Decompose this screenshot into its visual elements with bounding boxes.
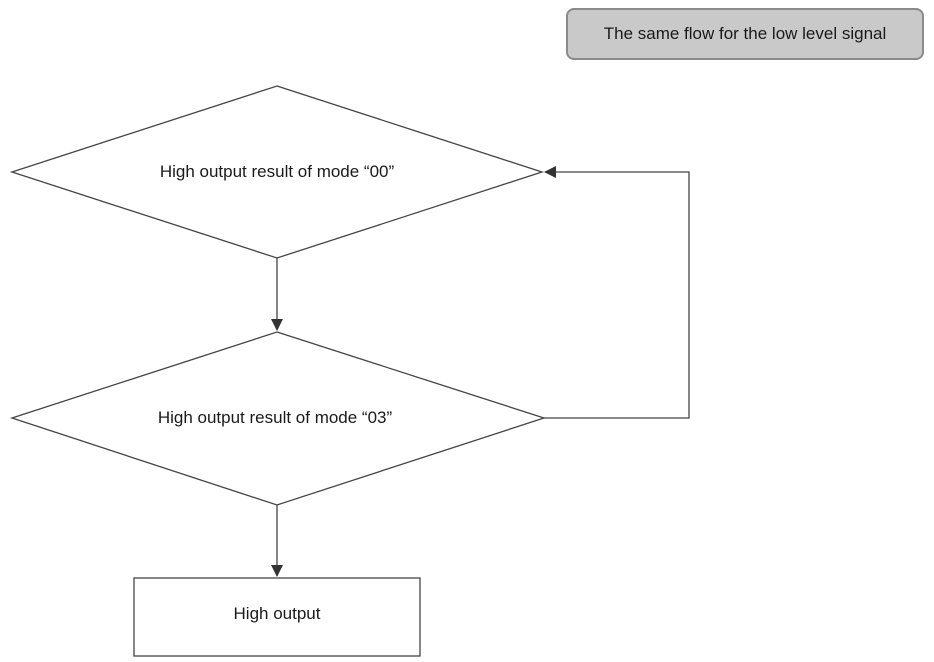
- low-level-signal-note: The same flow for the low level signal: [566, 8, 924, 60]
- decision-mode-03-label: High output result of mode “03”: [157, 408, 393, 427]
- arrow-loop-03-to-00: [544, 166, 690, 419]
- note-text: The same flow for the low level signal: [603, 24, 887, 43]
- output-label: High output: [233, 604, 321, 623]
- decision-mode-00-label: High output result of mode “00”: [159, 162, 395, 181]
- output-box-shape: [133, 577, 421, 657]
